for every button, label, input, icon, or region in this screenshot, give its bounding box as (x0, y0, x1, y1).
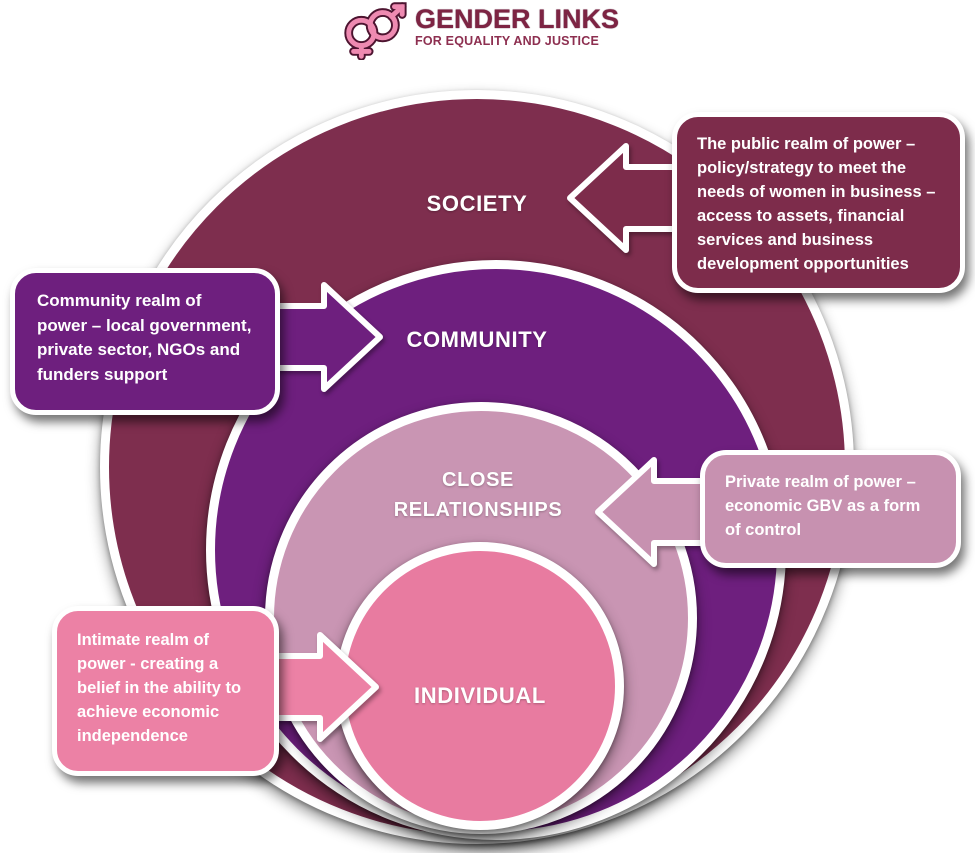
callout-close-relationships: Private realm of power – economic GBV as… (700, 450, 961, 568)
ring-label-society: SOCIETY (426, 191, 528, 216)
interlocked-gender-symbols-icon (344, 2, 407, 60)
close-relationships-arrow-left-icon (595, 457, 712, 567)
logo-subtitle: FOR EQUALITY AND JUSTICE (415, 33, 599, 48)
ring-label-close-relationships: CLOSE RELATIONSHIPS (393, 469, 563, 521)
callout-individual: Intimate realm of power - creating a bel… (52, 606, 279, 776)
ring-label-community: COMMUNITY (406, 327, 548, 352)
community-arrow-right-icon (266, 282, 383, 392)
callout-society: The public realm of power – policy/strat… (672, 112, 965, 293)
logo-text: GENDER LINKS FOR EQUALITY AND JUSTICE (415, 2, 619, 48)
gender-links-logo: GENDER LINKS FOR EQUALITY AND JUSTICE (338, 2, 619, 60)
logo-title: GENDER LINKS (415, 4, 620, 34)
society-arrow-left-icon (567, 143, 684, 253)
ring-individual (336, 542, 624, 830)
callout-community: Community realm of power – local governm… (10, 268, 280, 415)
individual-arrow-right-icon (262, 632, 379, 742)
ring-label-individual: INDIVIDUAL (414, 683, 546, 708)
